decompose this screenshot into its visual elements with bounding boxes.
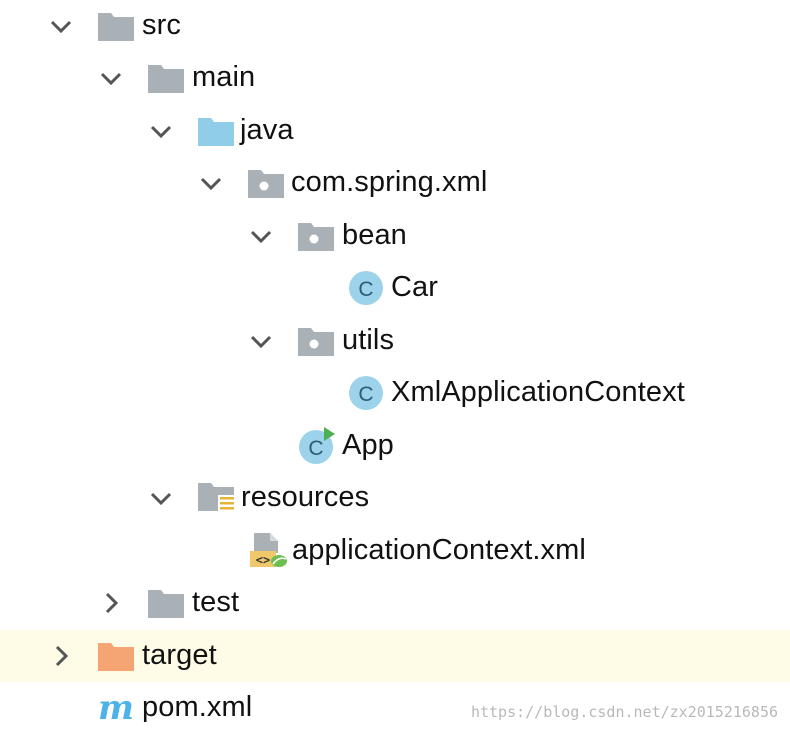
tree-node-label: com.spring.xml [291,166,488,199]
tree-node-label: main [192,61,256,94]
tree-node-pom-xml[interactable]: m pom.xml [0,682,790,735]
java-class-icon: C [349,376,383,411]
chevron-right-icon[interactable] [50,645,72,667]
java-class-icon: C [349,271,383,306]
chevron-down-icon[interactable] [250,330,272,352]
chevron-down-icon[interactable] [200,172,222,194]
chevron-down-icon[interactable] [150,487,172,509]
package-folder-icon [298,222,334,251]
chevron-down-icon[interactable] [250,225,272,247]
tree-node-label: target [142,638,217,671]
tree-node-label: App [342,428,394,461]
folder-orange-icon [98,642,134,671]
svg-text:<>: <> [256,553,270,567]
tree-node-label: Car [391,271,439,304]
folder-gray-icon [148,590,184,619]
resources-folder-icon [198,483,236,515]
maven-icon: m [98,691,134,725]
tree-node-app[interactable]: C App [0,420,790,473]
tree-node-xml-application-context[interactable]: C XmlApplicationContext [0,367,790,420]
package-folder-icon [298,327,334,356]
package-folder-icon [248,170,284,199]
tree-node-label: pom.xml [142,691,253,724]
folder-gray-icon [148,65,184,94]
tree-node-label: XmlApplicationContext [391,376,685,409]
tree-node-application-context-xml[interactable]: <> applicationContext.xml [0,525,790,578]
tree-node-bean[interactable]: bean [0,210,790,263]
tree-node-label: applicationContext.xml [292,533,586,566]
chevron-down-icon[interactable] [50,15,72,37]
tree-node-test[interactable]: test [0,577,790,630]
tree-node-label: src [142,8,181,41]
spring-xml-file-icon: <> [250,532,287,567]
class-icon-letter: C [308,437,323,460]
tree-node-label: test [192,586,240,619]
tree-node-src[interactable]: src [0,0,790,52]
chevron-down-icon[interactable] [150,120,172,142]
tree-node-label: utils [342,323,395,356]
tree-node-car[interactable]: C Car [0,262,790,315]
class-icon-letter: C [358,383,373,406]
java-runnable-class-icon: C [299,426,335,464]
svg-text:m: m [98,691,134,725]
tree-node-target[interactable]: target [0,629,790,682]
tree-node-label: bean [342,218,407,251]
tree-node-java[interactable]: java [0,105,790,158]
tree-node-utils[interactable]: utils [0,315,790,368]
tree-node-label: resources [241,481,370,514]
tree-node-main[interactable]: main [0,52,790,105]
chevron-right-icon[interactable] [100,592,122,614]
folder-gray-icon [98,13,134,41]
source-folder-blue-icon [198,117,234,146]
chevron-down-icon[interactable] [100,67,122,89]
watermark-url: https://blog.csdn.net/zx2015216856 [470,703,778,721]
tree-node-package-root[interactable]: com.spring.xml [0,157,790,210]
tree-node-label: java [240,113,294,146]
tree-node-resources[interactable]: resources [0,472,790,525]
class-icon-letter: C [358,278,373,301]
